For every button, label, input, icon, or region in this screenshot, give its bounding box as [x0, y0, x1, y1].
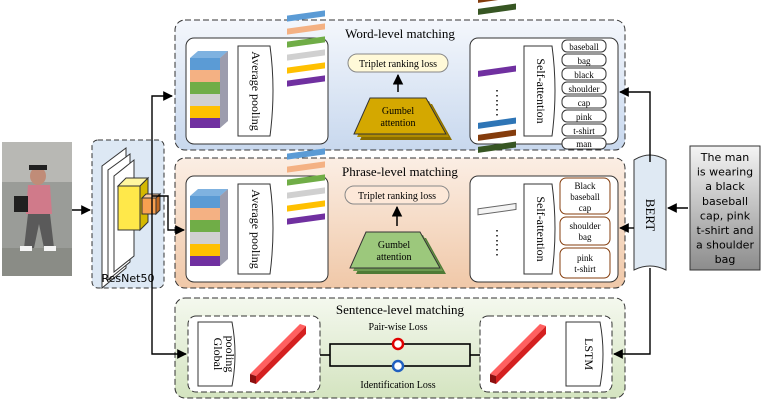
- identification-loss-node: [391, 359, 405, 373]
- word-self-attention-label: Self-attention: [534, 58, 548, 123]
- bert-label: BERT: [643, 199, 658, 232]
- token: bag: [578, 56, 591, 66]
- text-global-feature: [490, 324, 546, 384]
- caption-line: is wearing: [697, 166, 753, 179]
- global-pooling-label-1: Global: [211, 338, 225, 371]
- caption-line: a shoulder: [696, 239, 754, 252]
- svg-text:attention: attention: [381, 118, 416, 129]
- resnet50-label: ResNet50: [102, 272, 155, 285]
- sentence-level-panel: Sentence-level matching Global pooling P…: [174, 297, 626, 399]
- phrase-self-attention-label: Self-attention: [534, 196, 548, 261]
- phrase-item: pink: [577, 253, 594, 263]
- token: black: [574, 70, 594, 80]
- phrase-item: cap: [579, 203, 592, 213]
- token: pink: [576, 112, 593, 122]
- svg-text:attention: attention: [377, 252, 412, 263]
- svg-text:⋮: ⋮: [490, 89, 504, 104]
- token: cap: [578, 98, 591, 108]
- phrase-level-title: Phrase-level matching: [342, 164, 458, 179]
- phrase-item: Black: [575, 181, 596, 191]
- caption-line: baseball: [702, 195, 748, 208]
- svg-text:⋮: ⋮: [490, 229, 504, 244]
- phrase-gumbel-attention: Gumbel attention: [349, 231, 446, 274]
- caption-line: The man: [700, 151, 749, 164]
- image-global-feature: [250, 324, 306, 384]
- lstm-label: LSTM: [582, 338, 596, 370]
- caption-line: t-shirt and: [696, 224, 753, 237]
- phrase-item: baseball: [570, 192, 600, 202]
- global-pooling-label-2: pooling: [223, 336, 237, 373]
- resnet50-block: ResNet50: [91, 139, 165, 290]
- svg-text:Gumbel: Gumbel: [382, 106, 414, 117]
- pairwise-loss-node: [391, 337, 405, 351]
- phrase-item: bag: [579, 232, 592, 242]
- word-loss-label: Triplet ranking loss: [359, 59, 437, 70]
- pair-loss-label: Pair-wise Loss: [369, 322, 428, 333]
- phrase-level-panel: Phrase-level matching Average pooling Tr…: [174, 117, 626, 289]
- feature-stack: [190, 51, 228, 128]
- caption-line: cap, pink: [700, 209, 751, 222]
- word-gumbel-attention: Gumbel attention: [353, 97, 452, 140]
- id-loss-label: Identification Loss: [360, 380, 435, 391]
- connectors: [72, 87, 688, 359]
- word-image-vectors: [287, 10, 325, 87]
- person-image: [2, 142, 72, 276]
- sentence-level-title: Sentence-level matching: [336, 302, 465, 317]
- token: t-shirt: [573, 126, 595, 136]
- caption-line: a black: [705, 180, 745, 193]
- phrase-pool-label: Average pooling: [249, 189, 263, 268]
- word-token-list: baseball bag black shoulder cap pink t-s…: [561, 39, 607, 150]
- phrase-item: t-shirt: [574, 264, 596, 274]
- svg-text:⋮: ⋮: [490, 103, 504, 118]
- svg-text:Gumbel: Gumbel: [378, 240, 410, 251]
- phrase-loss-label: Triplet ranking loss: [358, 191, 436, 202]
- word-level-title: Word-level matching: [345, 26, 455, 41]
- phrase-image-vectors: [287, 148, 325, 225]
- pooling-shape: [237, 45, 274, 137]
- word-pool-label: Average pooling: [249, 51, 263, 130]
- phrase-item: shoulder: [570, 221, 601, 231]
- phrase-text-vectors: ⋮ ⋮: [477, 117, 517, 258]
- phrase-list: Black baseball cap shoulder bag pink t-s…: [559, 177, 611, 279]
- token: man: [576, 139, 592, 149]
- caption-line: bag: [715, 253, 736, 266]
- svg-text:⋮: ⋮: [490, 243, 504, 258]
- word-text-vectors: ⋮ ⋮: [478, 0, 516, 118]
- bert-block: BERT: [633, 154, 667, 271]
- token: shoulder: [569, 84, 600, 94]
- token: baseball: [569, 42, 599, 52]
- word-level-panel: Word-level matching Average pooling: [174, 0, 626, 151]
